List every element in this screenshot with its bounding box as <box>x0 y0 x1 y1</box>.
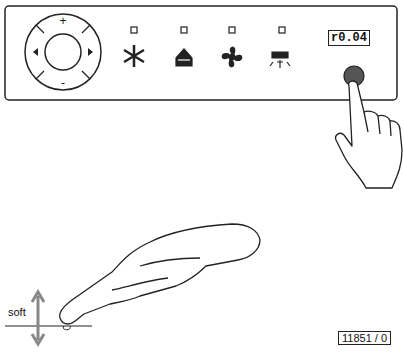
dpad-right-arrow <box>88 48 93 56</box>
node-text: r0.04 <box>331 31 367 45</box>
soft-label: soft <box>8 306 26 318</box>
plus-mark: + <box>59 14 66 28</box>
minus-mark: - <box>61 76 65 90</box>
soft-press-arrow <box>32 292 44 344</box>
dpad-dividers <box>36 25 90 79</box>
dpad-ring <box>25 14 101 90</box>
soft-touch-hand <box>60 224 260 324</box>
pressing-hand <box>336 81 402 188</box>
panel-outline <box>5 6 397 100</box>
function-icons <box>124 27 290 68</box>
dpad-center <box>45 34 81 70</box>
display-readout: r0.04 <box>328 30 370 46</box>
figure-number-box: 11851 / 0 <box>338 331 391 345</box>
surface-line <box>5 325 92 326</box>
node-text: 11851 / 0 <box>342 332 387 344</box>
dpad-left-arrow <box>33 48 38 56</box>
